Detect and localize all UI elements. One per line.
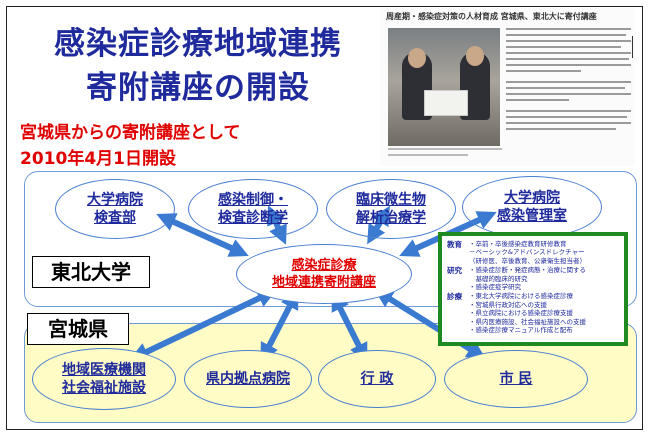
node-citizens-line1: 市 民	[499, 371, 533, 387]
activity-item: ・感染症診断・発症病態・治療に関する	[469, 266, 586, 275]
activity-research-label: 研究	[447, 266, 462, 276]
activity-item: ・卒前・卒後感染症教育研修教育	[469, 240, 567, 248]
node-prefectural-hospital-line1: 県内拠点病院	[206, 371, 290, 387]
activity-item: ・東北大学病院における感染症診療	[469, 292, 573, 301]
photo-head-right	[466, 46, 484, 66]
node-microbiology-line1: 臨床微生物	[356, 192, 426, 208]
photo-head-left	[408, 48, 426, 68]
activity-item: ・感染症疫学研究	[469, 283, 521, 292]
arrow-to-regional-medical	[129, 289, 277, 361]
clipping-headline: 周産期・感染症対策の人材育成 宮城県、東北大に寄付講座	[386, 12, 597, 21]
activity-item: －ベーシック&アドバンスドレクチャー	[469, 248, 585, 257]
title-line-2: 寄附講座の開設	[86, 70, 310, 106]
newspaper-clipping: 周産期・感染症対策の人材育成 宮城県、東北大に寄付講座	[380, 8, 635, 166]
activity-item: （研修医、卒後教育、公衆衛生担当者）	[469, 256, 586, 265]
node-infection-mgmt-line2: 感染管理室	[497, 208, 567, 224]
node-center-line2: 地域連携寄附講座	[271, 275, 376, 290]
slide-frame	[6, 6, 643, 430]
title-line-1: 感染症診療地域連携	[54, 26, 342, 62]
node-hospital-lab-line2: 検査部	[94, 210, 136, 226]
tohoku-university-label: 東北大学	[32, 256, 150, 288]
node-center-line1: 感染症診療	[291, 258, 357, 273]
arrow-to-hospital-lab	[156, 213, 249, 257]
activity-item: ・感染症診療マニュアル作成と配布	[469, 326, 573, 335]
node-regional-medical-line2: 社会福祉施設	[62, 380, 146, 396]
clipping-bracket	[632, 36, 638, 58]
node-regional-medical-line1: 地域医療機関	[62, 362, 146, 378]
node-prefectural-hospital: 県内拠点病院	[184, 350, 312, 408]
node-hospital-lab-line1: 大学病院	[87, 192, 143, 208]
node-infection-mgmt: 大学病院 感染管理室	[462, 176, 602, 238]
node-infection-control-line1: 感染制御・	[218, 192, 288, 208]
arrow-to-prefectural-hospital	[260, 289, 299, 363]
activity-education-label: 教育	[447, 240, 462, 249]
node-infection-control: 感染制御・ 検査診断学	[188, 179, 318, 239]
miyagi-prefecture-label: 宮城県	[27, 313, 129, 345]
node-hospital-lab: 大学病院 検査部	[55, 179, 175, 239]
node-microbiology: 臨床微生物 解析治療学	[326, 179, 456, 239]
activity-item: ・県立病院における感染症診療支援	[469, 309, 573, 318]
node-regional-medical: 地域医療機関 社会福祉施設	[32, 348, 176, 410]
clipping-caption	[388, 148, 502, 160]
activity-clinical-label: 診療	[447, 292, 462, 302]
node-administration-line1: 行 政	[360, 371, 394, 387]
arrow-to-administration	[331, 291, 368, 363]
node-infection-mgmt-line1: 大学病院	[504, 190, 560, 206]
activity-box: 教育 ・卒前・卒後感染症教育研修教育 －ベーシック&アドバンスドレクチャー （研…	[438, 232, 628, 346]
node-citizens: 市 民	[444, 350, 588, 408]
activity-clinical: 診療 ・東北大学病院における感染症診療 ・宮城県行政対応への支援 ・県立病院にお…	[447, 292, 619, 334]
activity-item: ・宮城県行政対応への支援	[469, 300, 547, 309]
subtitle-line-2: 2010年4月1日開設	[20, 149, 176, 169]
node-center-course: 感染症診療 地域連携寄附講座	[236, 244, 412, 304]
node-infection-control-line2: 検査診断学	[218, 210, 288, 226]
activity-research: 研究 ・感染症診断・発症病態・治療に関する 基礎的臨床的研究 ・感染症疫学研究	[447, 266, 619, 291]
activity-item: ・県内医療施設、社会福祉施設への支援	[469, 317, 586, 326]
clipping-article-text	[506, 28, 631, 134]
node-administration: 行 政	[318, 350, 436, 408]
activity-education: 教育 ・卒前・卒後感染症教育研修教育 －ベーシック&アドバンスドレクチャー （研…	[447, 240, 619, 265]
slide-title: 感染症診療地域連携 寄附講座の開設	[18, 22, 378, 110]
photo-document	[424, 90, 468, 116]
subtitle-line-1: 宮城県からの寄附講座として	[20, 123, 241, 143]
activity-item: 基礎的臨床的研究	[469, 274, 528, 283]
node-microbiology-line2: 解析治療学	[356, 210, 426, 226]
clipping-photo	[388, 28, 500, 146]
